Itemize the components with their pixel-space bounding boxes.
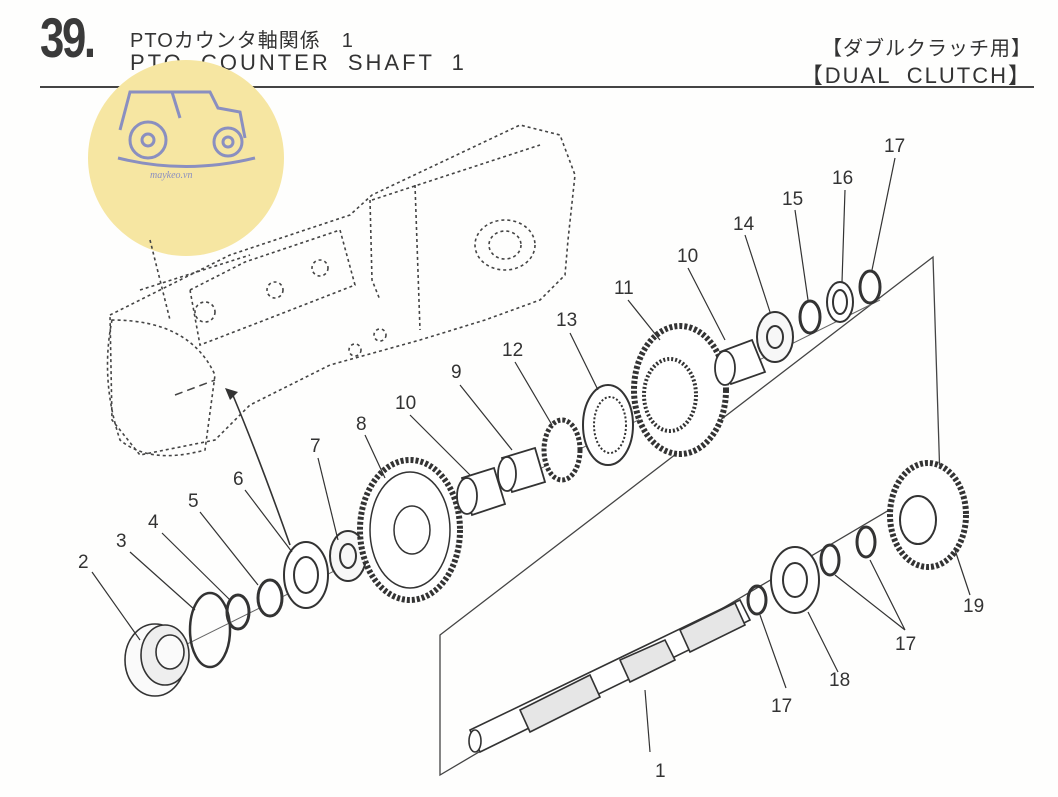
leader-lines — [91, 157, 971, 753]
gear-8 — [357, 457, 463, 603]
snap-ring-17d — [855, 525, 877, 559]
callout-19: 19 — [963, 596, 984, 617]
collar-9 — [497, 446, 547, 494]
callout-10-right: 10 — [677, 246, 698, 267]
watermark-logo: maykeo.vn — [88, 60, 284, 256]
snap-ring-17c — [819, 543, 841, 577]
callout-9: 9 — [451, 362, 462, 383]
o-ring — [188, 591, 232, 669]
callout-5: 5 — [188, 491, 199, 512]
watermark-text: maykeo.vn — [150, 170, 192, 181]
callout-8: 8 — [356, 414, 367, 435]
section-number: 39. — [40, 6, 96, 69]
callout-3: 3 — [116, 531, 127, 552]
snap-ring — [225, 593, 251, 631]
ball-bearing-6 — [283, 541, 329, 609]
callout-1: 1 — [655, 761, 666, 782]
needle-bearing-10b — [714, 338, 767, 386]
housing-axis — [174, 379, 216, 396]
bearing-16 — [826, 281, 854, 323]
shift-sleeve-13 — [582, 384, 634, 466]
collar — [256, 578, 284, 618]
bearing-holder — [124, 623, 190, 697]
needle-bearing-10a — [456, 466, 507, 517]
callout-18: 18 — [829, 670, 850, 691]
gear-11 — [631, 323, 729, 457]
collar-15 — [798, 299, 822, 335]
callout-17-top: 17 — [884, 136, 905, 157]
washer-14 — [756, 311, 794, 363]
callout-16: 16 — [832, 168, 853, 189]
callout-7: 7 — [310, 436, 321, 457]
header-rule — [40, 86, 1034, 88]
watermark-circle — [88, 60, 284, 256]
gear-12 — [541, 417, 583, 483]
callout-13: 13 — [556, 310, 577, 331]
assembly-arrow — [231, 392, 291, 546]
callout-14: 14 — [733, 214, 755, 235]
callout-2: 2 — [78, 552, 89, 573]
snap-ring-17a — [858, 269, 882, 305]
arrow-head — [225, 388, 238, 400]
variant-english: 【DUAL CLUTCH】 — [800, 63, 1032, 88]
title-japanese: PTOカウンタ軸関係 1 — [130, 30, 354, 52]
callout-labels: 1 2 3 4 5 6 7 8 9 10 10 11 12 13 14 15 1… — [78, 136, 984, 782]
callout-11: 11 — [614, 278, 634, 299]
callout-6: 6 — [233, 469, 244, 490]
callout-4: 4 — [148, 512, 159, 533]
transmission-housing — [106, 124, 576, 457]
gear-19 — [887, 460, 969, 570]
callout-10-left: 10 — [395, 393, 416, 414]
snap-ring-17b — [746, 584, 768, 616]
tractor-icon — [117, 90, 256, 168]
variant-japanese: 【ダブルクラッチ用】 — [822, 38, 1032, 60]
callout-17-right: 17 — [895, 634, 916, 655]
callout-15: 15 — [782, 189, 803, 210]
counter-shaft — [468, 598, 752, 754]
callout-17-bottom: 17 — [771, 696, 792, 717]
callout-12: 12 — [502, 340, 523, 361]
ball-bearing-18 — [770, 546, 820, 614]
